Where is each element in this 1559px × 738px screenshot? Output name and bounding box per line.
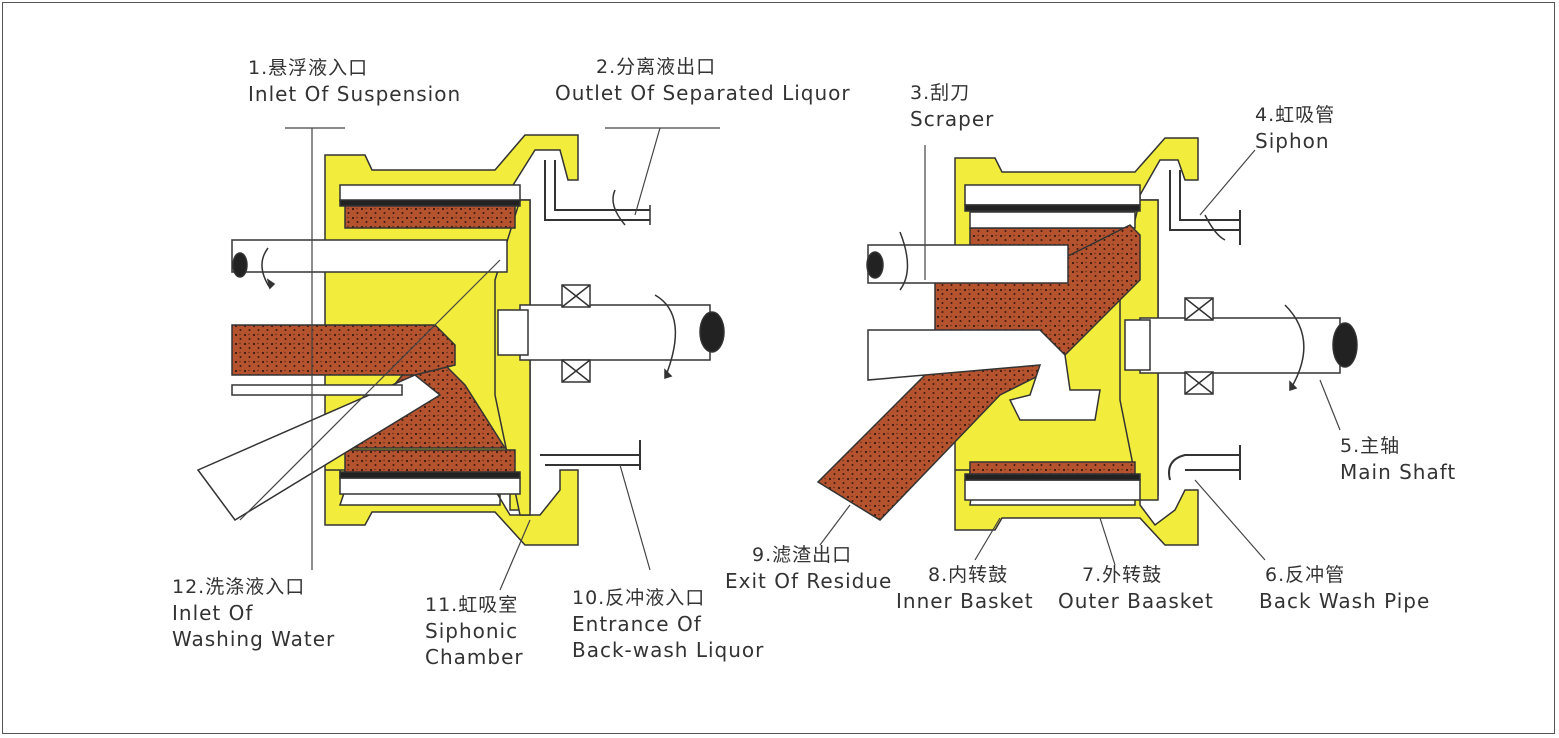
left-shaft	[519, 304, 711, 361]
left-centrifuge	[196, 134, 725, 546]
label-8-cn: 8.内转鼓	[928, 564, 1009, 586]
label-7: 7.外转鼓	[1082, 562, 1162, 588]
label-12-en1: Inlet Of	[172, 601, 254, 625]
label-3: 3.刮刀 Scraper	[910, 80, 994, 132]
left-chute	[196, 374, 442, 521]
label-11-en2: Chamber	[425, 645, 524, 669]
label-5-cn: 5.主轴	[1340, 435, 1401, 457]
right-scraper-shaft	[867, 244, 1069, 284]
label-3-cn: 3.刮刀	[910, 82, 971, 104]
label-6-en: Back Wash Pipe	[1259, 589, 1431, 613]
leader-8	[974, 517, 1001, 561]
right-centrifuge	[816, 137, 1358, 546]
right-inner-hub	[867, 329, 1101, 421]
label-3-en: Scraper	[910, 107, 995, 131]
left-backwash-pipe	[540, 440, 641, 470]
label-7-en: Outer Baasket	[1058, 589, 1214, 613]
label-6: 6.反冲管	[1265, 562, 1345, 588]
label-4: 4.虹吸管 Siphon	[1255, 102, 1335, 154]
label-10-cn: 10.反冲液入口	[572, 587, 706, 609]
left-upper-cake	[344, 205, 516, 229]
label-11: 11.虹吸室 Siphonic Chamber	[425, 592, 524, 670]
label-1-en: Inlet Of Suspension	[248, 82, 462, 106]
leader-4	[1199, 149, 1256, 216]
leader-10	[619, 464, 651, 571]
leader-7	[1099, 517, 1116, 566]
label-6-cn: 6.反冲管	[1265, 564, 1346, 586]
left-lower-basket	[339, 477, 521, 495]
leader-12	[239, 259, 501, 521]
label-12-en2: Washing Water	[172, 627, 336, 651]
label-1-cn: 1.悬浮液入口	[248, 57, 369, 79]
leader-lines	[239, 127, 1341, 591]
leader-6	[1194, 479, 1266, 561]
left-upper-basket	[339, 184, 521, 202]
leader-2	[634, 127, 661, 216]
label-4-en: Siphon	[1255, 129, 1330, 153]
leader-11	[499, 519, 531, 591]
right-lower-cake	[969, 461, 1136, 475]
label-10-en2: Back-wash Liquor	[572, 638, 765, 662]
label-2-cn: 2.分离液出口	[596, 56, 717, 78]
label-5-en: Main Shaft	[1340, 460, 1457, 484]
label-10: 10.反冲液入口 Entrance Of Back-wash Liquor	[572, 585, 764, 663]
left-feed-pipe	[231, 324, 456, 376]
label-8-en: Inner Basket	[896, 589, 1034, 613]
label-12-cn: 12.洗涤液入口	[172, 576, 306, 598]
label-9-cn: 9.滤渣出口	[752, 544, 853, 566]
label-5: 5.主轴 Main Shaft	[1340, 433, 1456, 485]
label-12: 12.洗涤液入口 Inlet Of Washing Water	[172, 574, 335, 652]
label-7-cn: 7.外转鼓	[1082, 564, 1163, 586]
left-wash-pipe	[231, 239, 508, 273]
label-2: 2.分离液出口	[596, 54, 716, 80]
label-10-en1: Entrance Of	[572, 612, 702, 636]
label-1: 1.悬浮液入口 Inlet Of Suspension	[248, 55, 461, 107]
label-4-cn: 4.虹吸管	[1255, 104, 1336, 126]
label-11-cn: 11.虹吸室	[425, 594, 519, 616]
label-9: 9.滤渣出口	[752, 542, 852, 568]
leader-5	[1319, 379, 1341, 431]
label-2-en: Outlet Of Separated Liquor	[555, 81, 851, 105]
right-siphon	[1169, 170, 1241, 245]
label-8: 8.内转鼓	[928, 562, 1008, 588]
right-shaft	[1139, 317, 1341, 374]
label-11-en1: Siphonic	[425, 619, 519, 643]
left-lower-cake	[344, 449, 516, 473]
leader-9	[819, 504, 851, 546]
left-outlet-pipe	[544, 160, 650, 221]
label-9-en: Exit Of Residue	[725, 569, 893, 593]
right-back-wash	[1168, 445, 1241, 481]
